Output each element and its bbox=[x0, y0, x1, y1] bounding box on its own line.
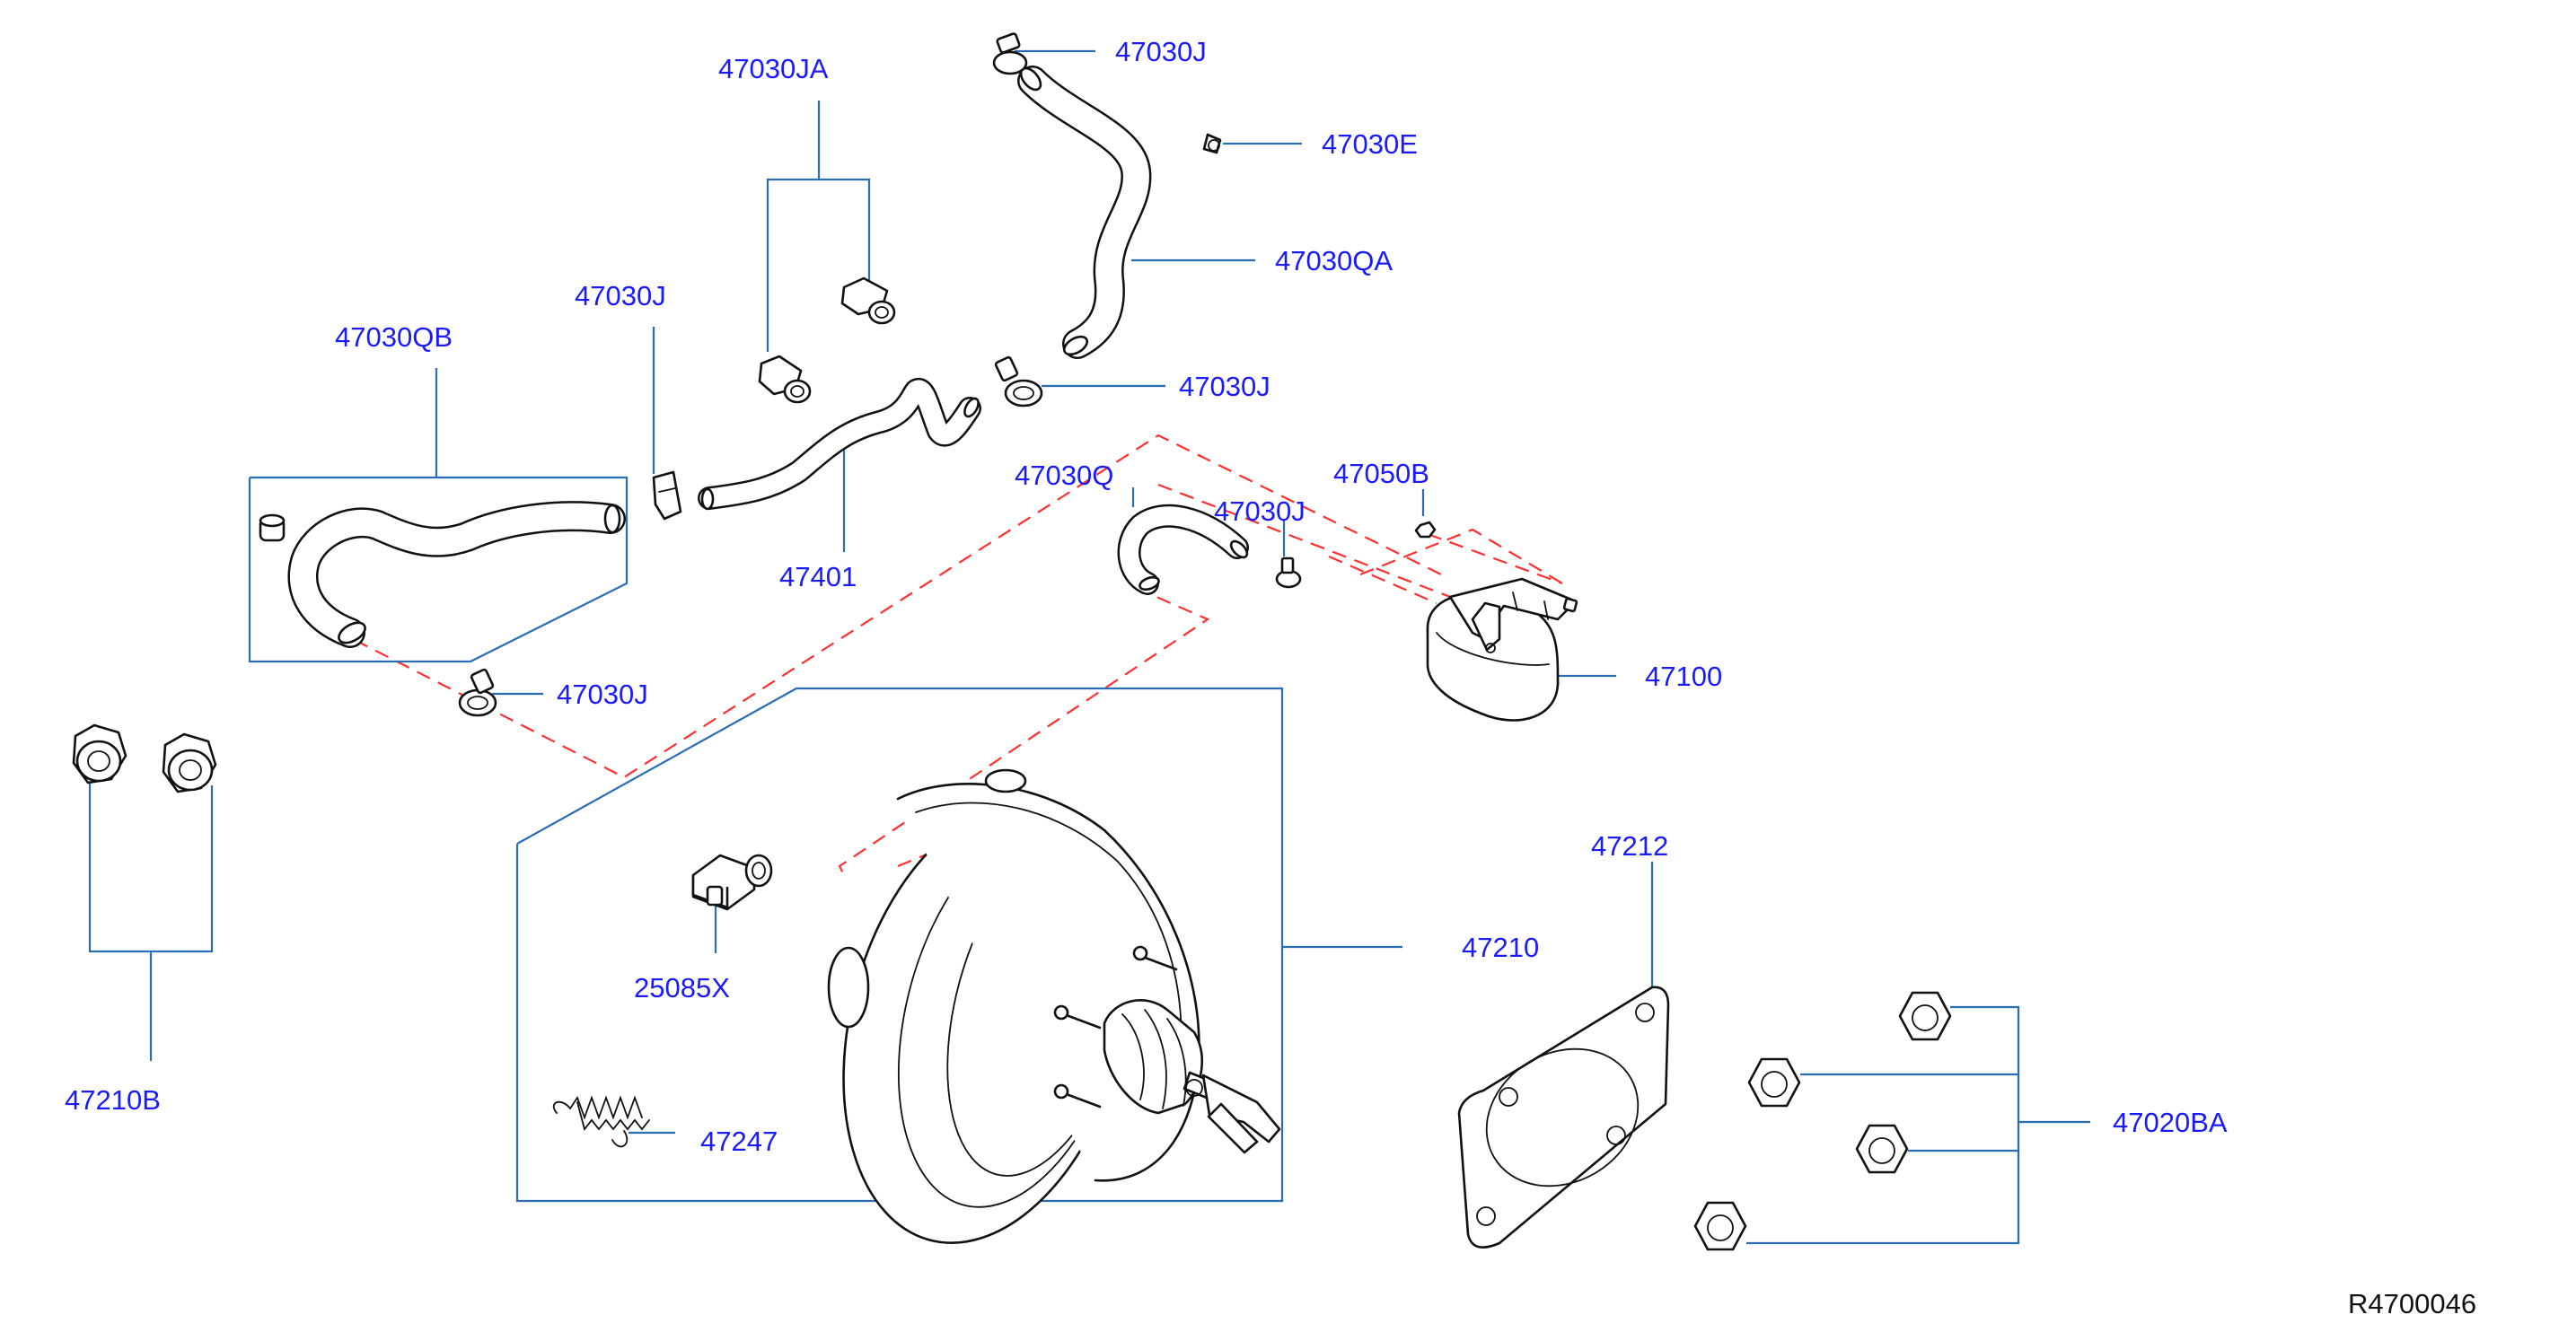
label-47030J-mid: 47030J bbox=[1179, 371, 1270, 402]
cap-plug bbox=[259, 513, 286, 542]
sensor-25085X bbox=[691, 854, 773, 911]
clip-47030E bbox=[1202, 133, 1222, 154]
label-47247: 47247 bbox=[700, 1126, 778, 1157]
label-47100: 47100 bbox=[1645, 661, 1722, 692]
nut-47050B bbox=[1414, 521, 1437, 539]
label-47030J-top: 47030J bbox=[1115, 36, 1207, 67]
label-47030J-low: 47030J bbox=[557, 679, 648, 710]
connector-47030JA-lower bbox=[758, 355, 812, 404]
diagram-code: R4700046 bbox=[2348, 1288, 2476, 1319]
clamp-47030J-left bbox=[652, 470, 682, 521]
hose-47030QA bbox=[1017, 66, 1152, 359]
label-47030J-center: 47030J bbox=[1214, 495, 1306, 527]
clamp-47030J-top bbox=[992, 32, 1028, 75]
label-47030E: 47030E bbox=[1322, 128, 1418, 160]
pipe-47401 bbox=[698, 377, 981, 511]
clamp-47030J-center bbox=[1275, 556, 1302, 589]
clamp-47030J-mid bbox=[994, 355, 1043, 407]
vacuum-tank-47100 bbox=[1426, 577, 1578, 722]
label-25085X: 25085X bbox=[634, 972, 730, 1003]
hose-47030Q bbox=[1117, 504, 1249, 595]
nut-47020BA-3 bbox=[1855, 1124, 1909, 1174]
label-47030QA: 47030QA bbox=[1275, 245, 1393, 276]
clamp-47030J-low bbox=[458, 668, 497, 717]
label-47212: 47212 bbox=[1591, 830, 1668, 862]
label-47401: 47401 bbox=[779, 561, 857, 592]
hose-47030QB bbox=[287, 501, 626, 648]
label-47030J-left: 47030J bbox=[575, 280, 666, 311]
label-47210B: 47210B bbox=[65, 1084, 161, 1116]
spring-47247 bbox=[552, 1095, 650, 1148]
part-labels: 47030JA 47030J 47030E 47030QA 47030J 470… bbox=[65, 36, 2228, 1157]
nut-47020BA-1 bbox=[1898, 991, 1952, 1041]
label-47030QB: 47030QB bbox=[335, 321, 453, 353]
grommet-47210B-left bbox=[72, 723, 127, 784]
leader-lines bbox=[88, 49, 2090, 1245]
label-47210: 47210 bbox=[1462, 932, 1539, 963]
gasket-47212 bbox=[1457, 986, 1670, 1249]
nut-47020BA-2 bbox=[1747, 1057, 1801, 1108]
brake-booster-47210 bbox=[827, 768, 1281, 1244]
nut-47020BA-4 bbox=[1693, 1201, 1747, 1251]
label-47020BA: 47020BA bbox=[2113, 1107, 2228, 1138]
label-47030JA: 47030JA bbox=[718, 53, 829, 84]
label-47030Q: 47030Q bbox=[1015, 460, 1113, 491]
grommet-47210B-right bbox=[162, 732, 217, 793]
label-47050B: 47050B bbox=[1333, 458, 1429, 489]
connector-47030JA-upper bbox=[840, 276, 896, 325]
